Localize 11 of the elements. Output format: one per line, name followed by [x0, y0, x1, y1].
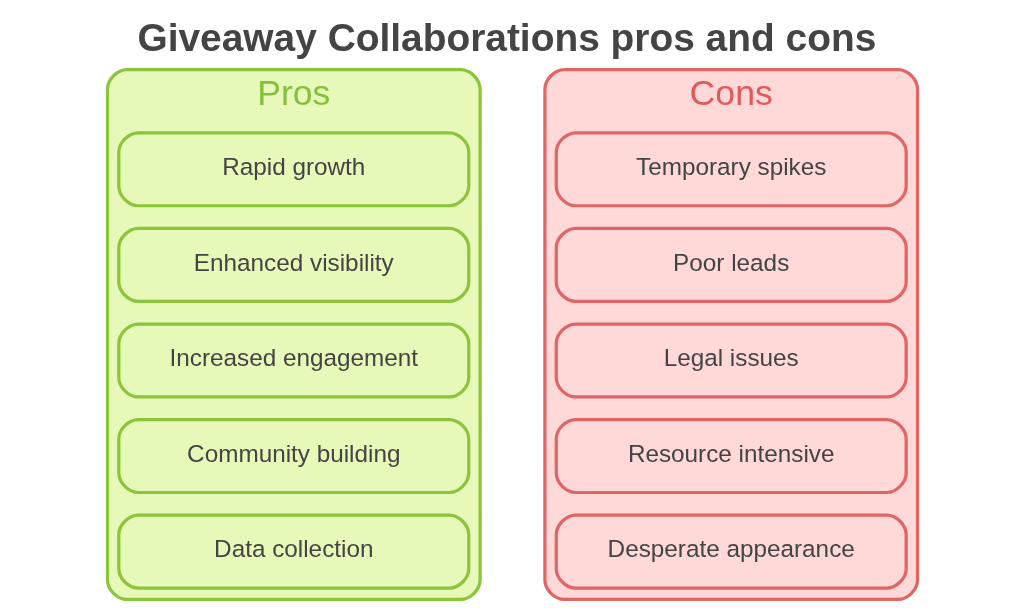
- node-box: Temporary spikes: [554, 131, 908, 208]
- node-box: Poor leads: [554, 226, 908, 303]
- node-box: Desperate appearance: [554, 513, 908, 590]
- node-box: Community building: [116, 418, 470, 495]
- node-box: Resource intensive: [554, 418, 908, 495]
- node-box: Data collection: [116, 513, 470, 590]
- node-box: Legal issues: [554, 322, 908, 399]
- node-box: Rapid growth: [116, 131, 470, 208]
- diagram-title: Giveaway Collaborations pros and cons: [136, 15, 876, 59]
- node-box: Enhanced visibility: [116, 226, 470, 303]
- node-box: Increased engagement: [116, 322, 470, 399]
